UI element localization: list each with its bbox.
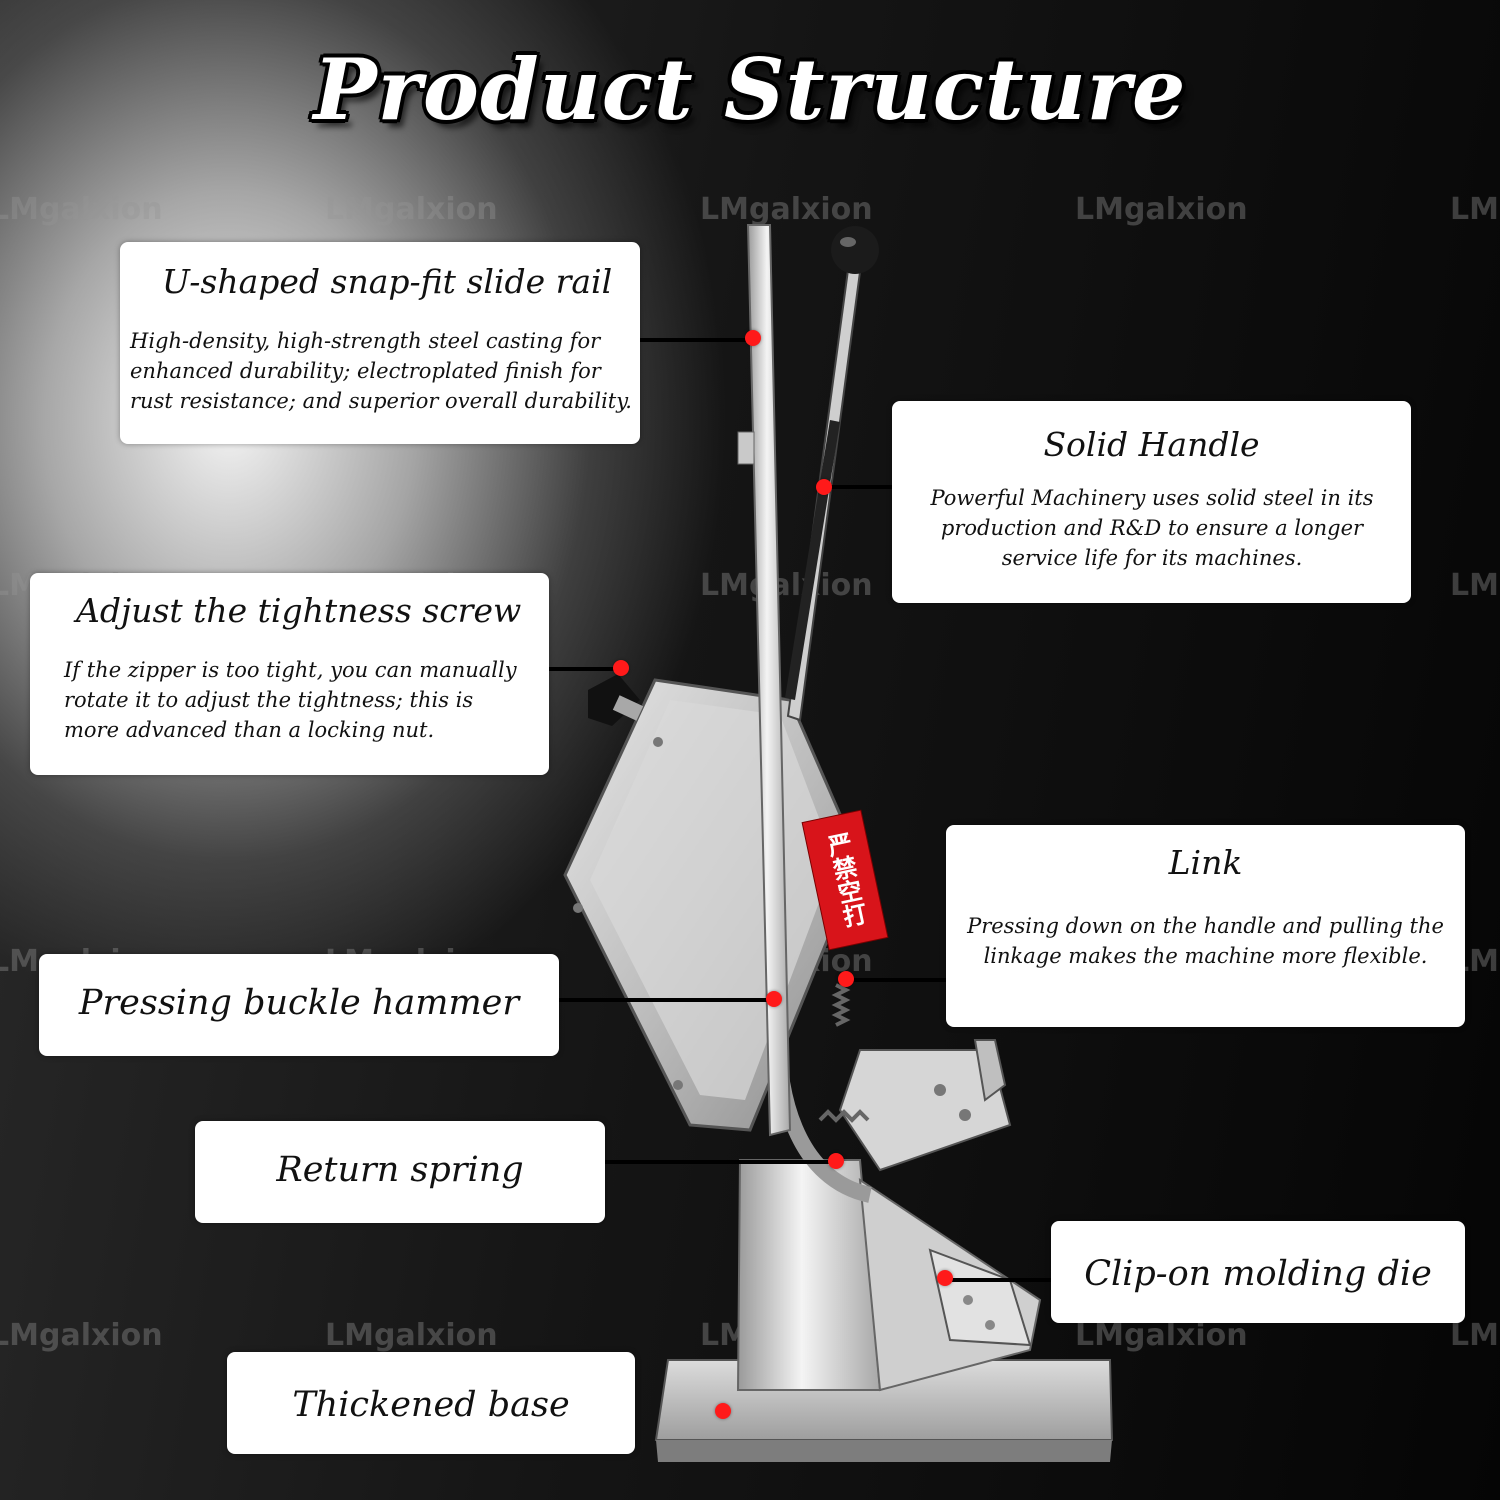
- callout-description: Powerful Machinery uses solid steel in i…: [930, 486, 1374, 570]
- callout-slide-rail: U-shaped snap-fit slide rail High-densit…: [120, 242, 640, 444]
- marker-dot: [828, 1153, 844, 1169]
- return-springs: [818, 983, 870, 1123]
- callout-hammer: Pressing buckle hammer: [39, 954, 559, 1056]
- leader-handle: [824, 485, 892, 489]
- leader-hammer: [559, 998, 774, 1002]
- callout-die: Clip-on molding die: [1051, 1221, 1465, 1323]
- marker-dot: [816, 479, 832, 495]
- callout-title: Link: [1168, 843, 1243, 882]
- molding-die-plate: [928, 1248, 1032, 1347]
- leader-slide-rail: [640, 338, 752, 342]
- marker-dot: [715, 1403, 731, 1419]
- callout-link: Link Pressing down on the handle and pul…: [946, 825, 1465, 1027]
- callout-title: Pressing buckle hammer: [78, 983, 520, 1023]
- slide-rail: [737, 224, 792, 1137]
- callout-title: Solid Handle: [1043, 425, 1260, 464]
- marker-dot: [937, 1270, 953, 1286]
- marker-dot: [766, 991, 782, 1007]
- callout-title: Clip-on molding die: [1084, 1254, 1432, 1294]
- handle-knob: [831, 226, 879, 274]
- callout-description: Pressing down on the handle and pulling …: [967, 914, 1444, 968]
- callout-description: High-density, high-strength steel castin…: [130, 329, 632, 413]
- callout-spring: Return spring: [195, 1121, 605, 1223]
- callout-base: Thickened base: [227, 1352, 635, 1454]
- callout-title: U-shaped snap-fit slide rail: [162, 262, 613, 301]
- callout-description: If the zipper is too tight, you can manu…: [64, 658, 517, 742]
- tilted-housing-plate: [563, 678, 862, 1132]
- marker-dot: [613, 660, 629, 676]
- warning-label: 严禁空打: [801, 809, 889, 951]
- solid-handle: [785, 226, 879, 722]
- callout-handle: Solid Handle Powerful Machinery uses sol…: [892, 401, 1411, 603]
- leader-link: [845, 978, 946, 982]
- leader-screw: [549, 667, 621, 671]
- callout-title: Return spring: [276, 1150, 524, 1190]
- callout-title: Thickened base: [292, 1385, 570, 1425]
- leader-die: [945, 1278, 1051, 1282]
- page-title: Product Structure: [313, 40, 1187, 139]
- pivot-bracket: [838, 1039, 1012, 1172]
- callout-title: Adjust the tightness screw: [76, 591, 522, 630]
- tightness-screw-knob: [588, 674, 644, 726]
- leader-spring: [605, 1160, 836, 1164]
- marker-dot: [838, 971, 854, 987]
- callout-screw: Adjust the tightness screw If the zipper…: [30, 573, 549, 775]
- marker-dot: [745, 330, 761, 346]
